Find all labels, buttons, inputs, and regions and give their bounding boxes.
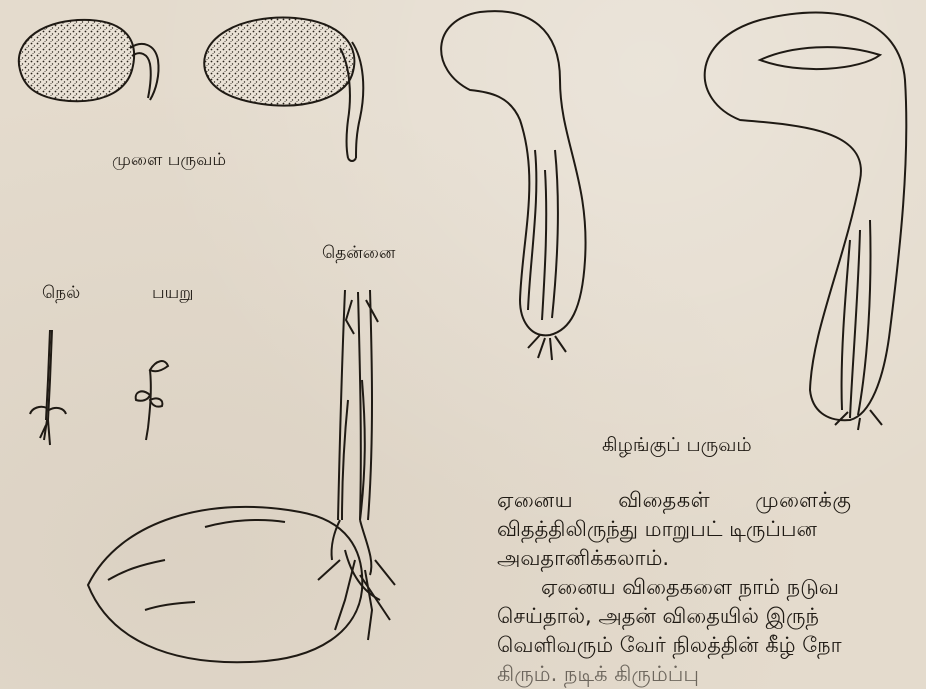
coconut-sprouting — [88, 290, 395, 662]
tuber-sprout-right — [705, 13, 907, 431]
body-paragraph: ஏனைய விதைகள் முளைக்கு விதத்திலிருந்து மா… — [497, 486, 926, 689]
body-line-1: ஏனைய விதைகள் முளைக்கு — [497, 486, 926, 515]
pulse-seedling — [136, 361, 168, 440]
body-line-4: ஏனைய விதைகளை நாம் நடுவ — [497, 573, 926, 602]
coconut-label: தென்னை — [322, 243, 395, 265]
germinating-seed-1 — [19, 20, 159, 101]
germinating-seed-2 — [204, 18, 363, 161]
body-line-7: கிரும். நடிக் கிரும்ப்பு — [497, 660, 926, 689]
pulse-label: பயறு — [152, 283, 193, 305]
germination-stage-label: முளை பருவம் — [112, 150, 226, 172]
body-line-3: அவதானிக்கலாம். — [497, 544, 926, 573]
tuber-sprout-left — [441, 11, 585, 360]
paddy-seedling — [30, 330, 66, 445]
body-line-6: வெளிவரும் வேர் நிலத்தின் கீழ் நோ — [497, 631, 926, 660]
tuber-stage-label: கிழங்குப் பருவம் — [602, 434, 752, 459]
paddy-label: நெல் — [42, 283, 80, 305]
body-line-2: விதத்திலிருந்து மாறுபட் டிருப்பன — [497, 515, 926, 544]
body-line-5: செய்தால், அதன் விதையில் இருந் — [497, 602, 926, 631]
